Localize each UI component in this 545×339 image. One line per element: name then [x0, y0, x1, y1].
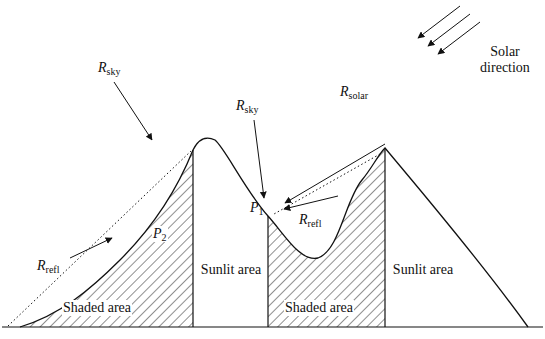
reflected-ray — [70, 238, 112, 258]
horizon-line — [274, 154, 380, 214]
divider-line — [384, 148, 385, 327]
area-label: Shaded area — [284, 300, 354, 316]
horizon-line — [8, 151, 191, 326]
shaded-hatch — [20, 150, 193, 327]
point-label: P2 — [152, 226, 168, 242]
area-label: Sunlit area — [200, 262, 262, 278]
radiation-label: Rrefl — [36, 258, 60, 274]
reflected-ray — [284, 196, 338, 209]
ground-line — [2, 326, 543, 327]
solar-ray — [285, 144, 385, 203]
sun-arrow — [428, 14, 470, 46]
radiation-label: Rsky — [98, 60, 120, 76]
sky-ray — [254, 120, 264, 198]
point-label: P1 — [250, 200, 264, 216]
sky-ray — [114, 82, 152, 140]
terrain-profile — [20, 138, 528, 327]
direction-label: Solar direction — [470, 44, 540, 76]
radiation-label: Rsolar — [340, 84, 368, 100]
sun-arrow — [418, 6, 460, 38]
radiation-label: Rsky — [236, 98, 258, 114]
divider-line — [267, 216, 268, 327]
radiation-label: Rrefl — [298, 212, 322, 228]
area-label: Shaded area — [62, 300, 132, 316]
sun-arrow — [438, 22, 480, 54]
area-label: Sunlit area — [392, 262, 454, 278]
divider-line — [192, 150, 193, 327]
